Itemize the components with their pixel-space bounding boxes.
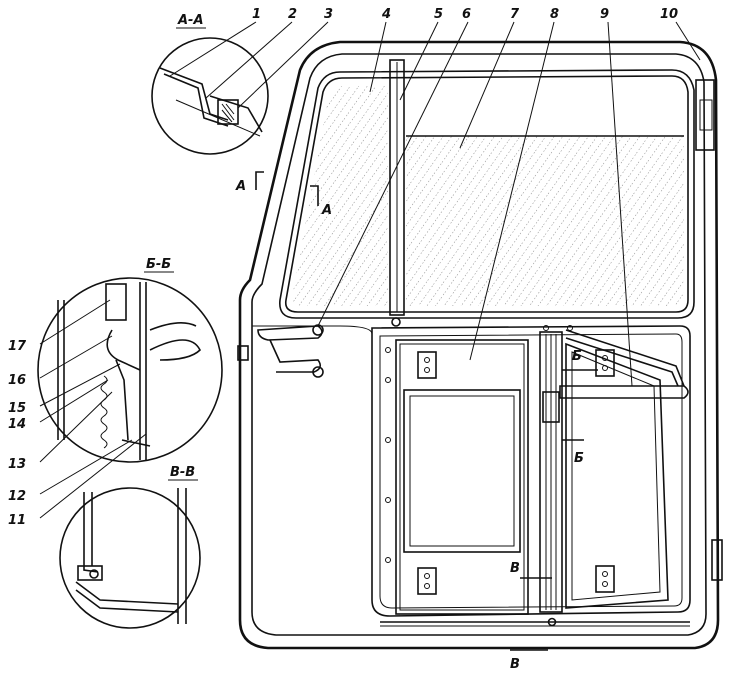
lock-box bbox=[395, 339, 529, 615]
leader-lines bbox=[39, 21, 701, 519]
callout-4: 4 bbox=[381, 7, 391, 22]
mark-a-right: А bbox=[321, 203, 332, 218]
callout-9: 9 bbox=[600, 7, 609, 22]
section-aa-title: А-А bbox=[177, 13, 204, 28]
callout-6: 6 bbox=[462, 7, 471, 22]
callout-7: 7 bbox=[510, 7, 520, 22]
mark-b-lower: Б bbox=[574, 451, 584, 466]
glass-main bbox=[406, 86, 684, 306]
mark-a-left: А bbox=[235, 179, 246, 194]
door-outer-frame bbox=[238, 40, 720, 650]
inner-handle bbox=[559, 329, 689, 399]
callout-1: 1 bbox=[252, 7, 261, 22]
callout-10: 10 bbox=[660, 7, 678, 22]
section-aa-detail bbox=[151, 37, 269, 155]
callout-17: 17 bbox=[8, 339, 27, 354]
callout-3: 3 bbox=[324, 7, 333, 22]
section-cut-markers bbox=[255, 171, 598, 651]
outer-handle bbox=[237, 324, 373, 378]
callout-5: 5 bbox=[434, 7, 443, 22]
section-bb-title: Б-Б bbox=[146, 257, 171, 272]
panel-bolts bbox=[385, 317, 573, 563]
mark-v-upper: В bbox=[510, 561, 520, 576]
section-bb-detail bbox=[37, 277, 223, 463]
lock-rod-channel bbox=[539, 331, 563, 613]
section-vv-title: В-В bbox=[170, 465, 195, 480]
callout-11: 11 bbox=[8, 513, 26, 528]
callout-14: 14 bbox=[8, 417, 26, 432]
glass-front-vent bbox=[291, 86, 388, 306]
callout-13: 13 bbox=[8, 457, 26, 472]
inner-panel bbox=[371, 325, 691, 617]
callout-labels: 1 2 3 4 5 6 7 8 9 10 11 12 13 14 15 16 1… bbox=[8, 7, 678, 528]
door-hinge bbox=[695, 79, 723, 581]
callout-15: 15 bbox=[8, 401, 26, 416]
mark-v-lower: В bbox=[510, 657, 520, 672]
window-divider-post bbox=[389, 59, 405, 316]
callout-12: 12 bbox=[8, 489, 26, 504]
lower-right-plate bbox=[565, 342, 669, 609]
section-labels: А-А Б-Б В-В А А Б Б В В bbox=[144, 13, 584, 672]
callout-2: 2 bbox=[288, 7, 297, 22]
callout-16: 16 bbox=[8, 373, 26, 388]
bottom-rail bbox=[380, 617, 690, 627]
window-frame bbox=[279, 69, 695, 319]
mark-b-upper: Б bbox=[572, 349, 582, 364]
callout-8: 8 bbox=[550, 7, 559, 22]
section-vv-detail bbox=[59, 487, 201, 629]
